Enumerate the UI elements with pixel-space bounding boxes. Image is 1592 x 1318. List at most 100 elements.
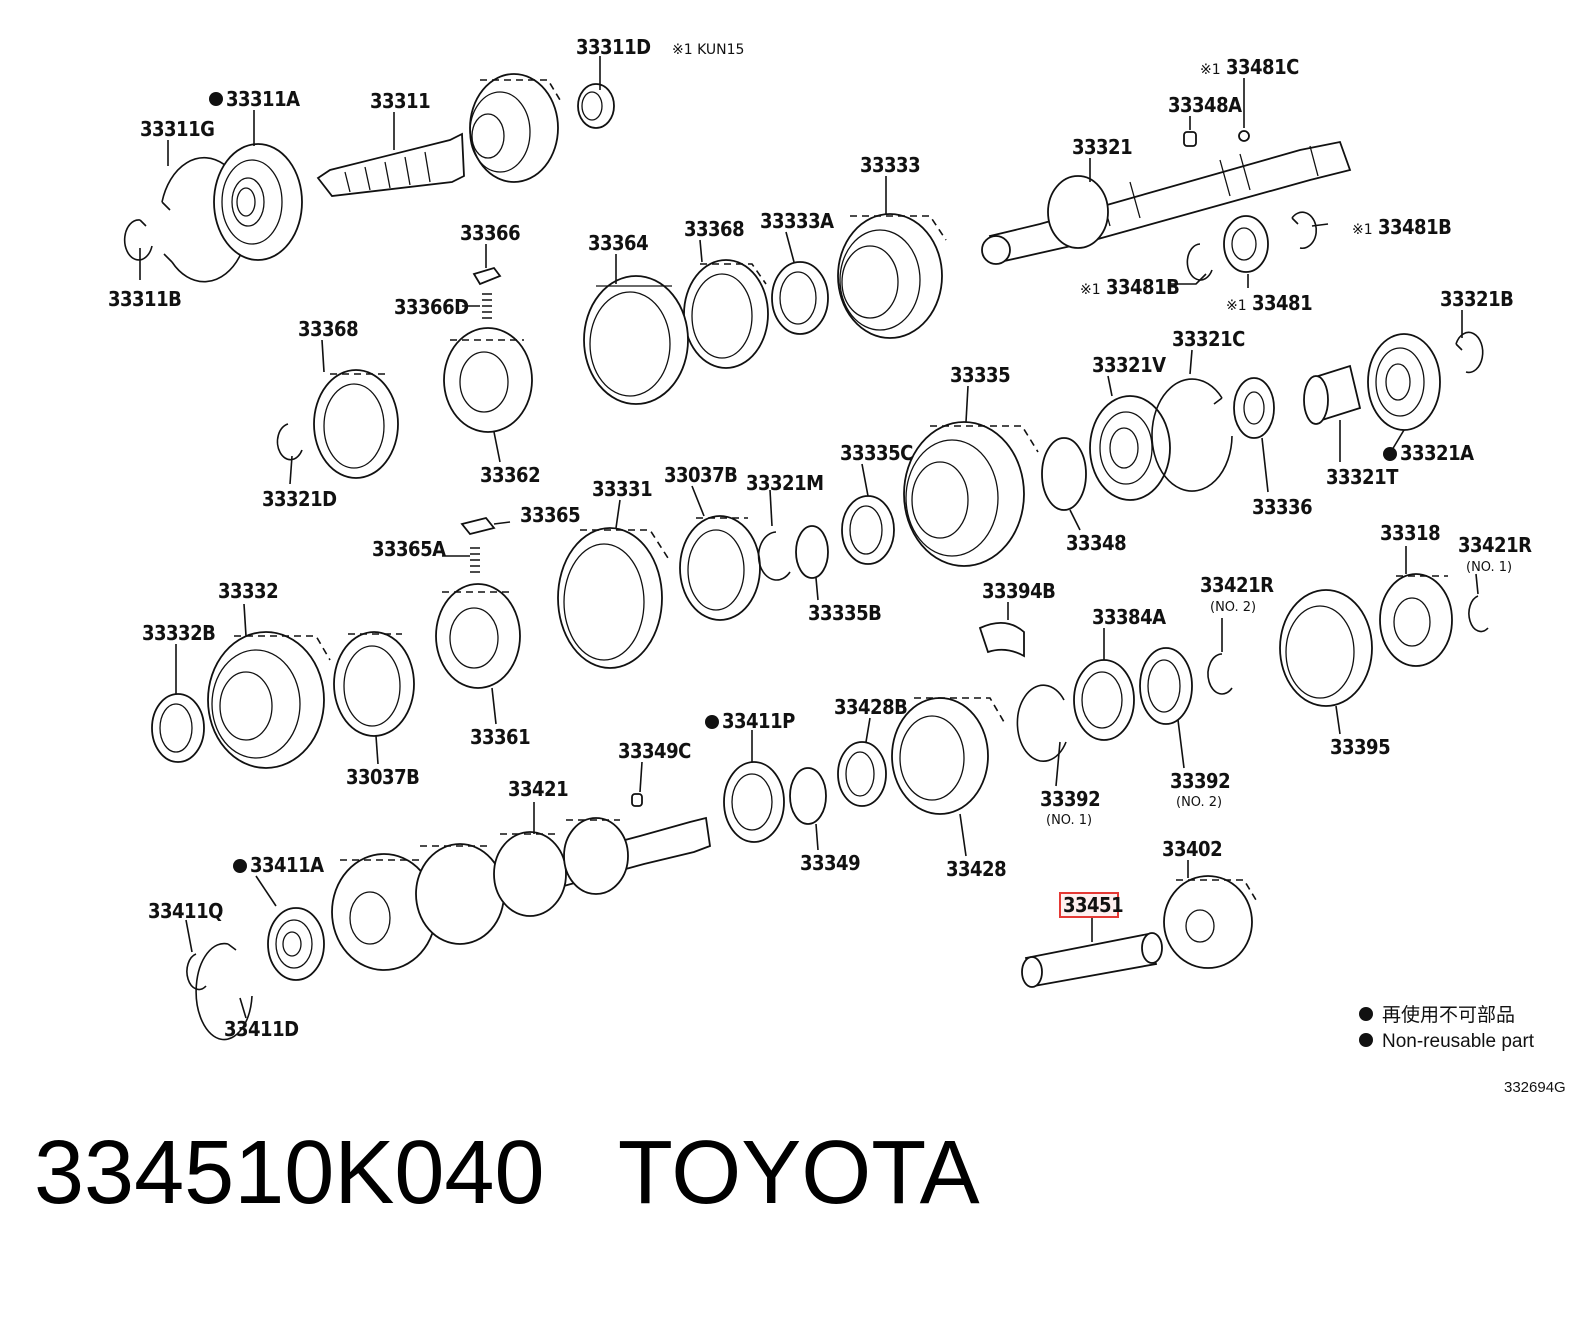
label-33421: 33421 [508, 777, 568, 801]
bearing-33321a [1367, 333, 1441, 431]
label-33421r-no1: 33421R [1458, 533, 1532, 557]
label-33362: 33362 [480, 463, 540, 487]
label-33333a: 33333A [760, 209, 834, 233]
label-33384a: 33384A [1092, 605, 1166, 629]
gear-33402 [1163, 875, 1257, 969]
needle-bearing-33311d [577, 83, 615, 129]
needle-bearing-33335c [841, 495, 895, 565]
snap-ring-33411d [195, 942, 253, 1041]
bearing-33411a [267, 907, 325, 981]
label-33348a: 33348A [1168, 93, 1242, 117]
bearing-33481 [1223, 215, 1269, 273]
output-shaft-33321 [981, 140, 1352, 265]
shaft-33451 [1021, 932, 1163, 988]
label-33481c: 33481C [1226, 55, 1299, 79]
leader-lines [139, 56, 1479, 1019]
label-33481b-left: 33481B [1106, 275, 1179, 299]
clutch-hub-33361 [435, 583, 521, 689]
spring-33365a [470, 547, 480, 573]
label-33311d: 33311D [576, 35, 651, 59]
sleeve-33395 [1279, 589, 1373, 707]
label-33037b-lower: 33037B [346, 765, 419, 789]
label-33349c: 33349C [618, 739, 691, 763]
bearing-33321v [1089, 395, 1171, 501]
non-reusable-dot [705, 715, 719, 729]
pin-33348a [1183, 131, 1197, 147]
spacer-33349 [789, 767, 827, 825]
synchro-ring-33368-top [683, 259, 769, 369]
part-labels: 33311D ※1 KUN15 33311A 33311 33311G 3331… [108, 35, 1533, 1041]
label-33411q: 33411Q [148, 899, 223, 923]
label-33368-left: 33368 [298, 317, 358, 341]
legend-dot-jp [1359, 1007, 1373, 1021]
label-33037b-upper: 33037B [664, 463, 737, 487]
hub-33318 [1379, 573, 1453, 667]
label-33335: 33335 [950, 363, 1010, 387]
synchro-ring-33037b-lower [333, 631, 415, 737]
clip-33481b-left [1186, 243, 1213, 281]
clip-33421r-no2 [1207, 653, 1233, 695]
label-33321v: 33321V [1092, 353, 1166, 377]
clutch-hub-33362 [443, 327, 533, 433]
label-33311g: 33311G [140, 117, 214, 141]
synchro-cone-33384a [1073, 659, 1135, 741]
label-33428b: 33428B [834, 695, 907, 719]
label-33411d: 33411D [224, 1017, 299, 1041]
label-33394b: 33394B [982, 579, 1055, 603]
label-33318: 33318 [1380, 521, 1440, 545]
label-33335b: 33335B [808, 601, 881, 625]
sub-33392-no2: (NO. 2) [1176, 795, 1222, 810]
label-33332b: 33332B [142, 621, 215, 645]
page-title: 334510K040 TOYOTA [34, 1123, 980, 1223]
label-33321d: 33321D [262, 487, 337, 511]
ball-33481c [1238, 130, 1250, 142]
highlight-box [1059, 892, 1119, 918]
diagram-code: 332694G [1504, 1079, 1566, 1096]
label-33428: 33428 [946, 857, 1006, 881]
label-33392-no1: 33392 [1040, 787, 1100, 811]
clip-33321m [757, 531, 791, 581]
counter-shaft-33421 [331, 816, 711, 971]
clip-33411q [186, 953, 207, 991]
needle-bearing-33428b [837, 741, 887, 807]
synchro-ring-33037b-upper [679, 515, 761, 621]
sub-33392-no1: (NO. 1) [1046, 813, 1092, 828]
label-33321t: 33321T [1326, 465, 1399, 489]
label-33333: 33333 [860, 153, 920, 177]
label-33361: 33361 [470, 725, 530, 749]
label-33411p: 33411P [722, 709, 795, 733]
label-33365a: 33365A [372, 537, 446, 561]
sub-33421r-no1: (NO. 1) [1466, 560, 1512, 575]
label-33336: 33336 [1252, 495, 1312, 519]
clip-33311b [123, 219, 153, 261]
gear-33428 [891, 697, 1005, 815]
label-33321c: 33321C [1172, 327, 1245, 351]
label-33321: 33321 [1072, 135, 1132, 159]
label-33311: 33311 [370, 89, 430, 113]
gear-33332 [207, 631, 331, 769]
clip-33481b-right [1291, 211, 1318, 250]
label-33368-top: 33368 [684, 217, 744, 241]
footnote-kun15: ※1 KUN15 [672, 42, 744, 58]
label-33348: 33348 [1066, 531, 1126, 555]
clip-33321b [1455, 331, 1484, 374]
pin-33349c [631, 793, 643, 807]
spring-33366d [482, 293, 492, 319]
label-33311a: 33311A [226, 87, 300, 111]
spacer-33348 [1041, 437, 1087, 511]
sleeve-33321t [1303, 364, 1362, 425]
key-33366 [472, 266, 502, 286]
non-reusable-dot [1383, 447, 1397, 461]
bearing-33411p [723, 761, 785, 843]
ring-33392-no1 [1016, 684, 1067, 762]
needle-bearing-33332b [151, 693, 205, 763]
gear-33336 [1233, 377, 1275, 439]
label-33321a: 33321A [1400, 441, 1474, 465]
note-33481b-right: ※1 [1352, 222, 1373, 238]
gear-33335 [903, 421, 1039, 567]
needle-bearing-33333a [771, 261, 829, 335]
label-33366d: 33366D [394, 295, 469, 319]
input-shaft-33311 [316, 73, 561, 197]
label-33311b: 33311B [108, 287, 181, 311]
